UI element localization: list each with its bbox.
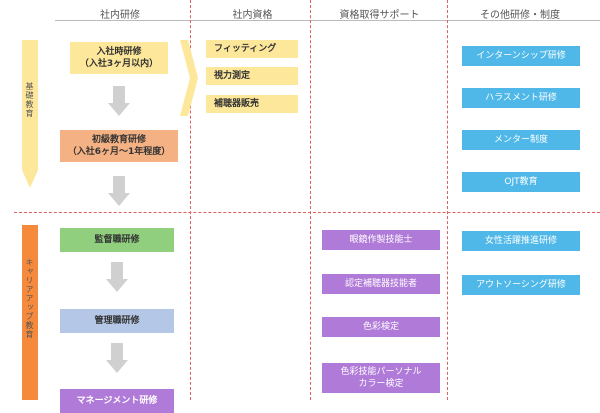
column-header-internal-training: 社内研修 bbox=[100, 10, 140, 21]
entry-training-box: 入社時研修 （入社3ヶ月以内） bbox=[70, 42, 168, 74]
other-ojt: OJT教育 bbox=[462, 172, 580, 192]
column-divider bbox=[190, 0, 191, 400]
other-mentor: メンター制度 bbox=[462, 130, 580, 150]
other-harassment: ハラスメント研修 bbox=[462, 88, 580, 108]
support-personal-color-test: 色彩技能パーソナル カラー検定 bbox=[322, 363, 440, 393]
chevron-right-icon bbox=[180, 40, 198, 116]
column-header-internal-qualification: 社内資格 bbox=[232, 10, 273, 21]
career-section-label: キャリアアップ教育 bbox=[25, 258, 34, 339]
qualification-hearing-aid-sales: 補聴器販売 bbox=[206, 95, 298, 113]
column-header-qualification-support: 資格取得サポート bbox=[339, 10, 420, 21]
column-divider bbox=[310, 0, 311, 400]
supervisor-training-box: 監督職研修 bbox=[60, 228, 174, 252]
down-arrow bbox=[106, 262, 128, 292]
section-divider bbox=[14, 212, 600, 213]
column-divider bbox=[447, 0, 448, 400]
qualification-vision-test: 視力測定 bbox=[206, 67, 298, 85]
header-rule bbox=[55, 20, 600, 21]
other-outsourcing: アウトソーシング研修 bbox=[462, 275, 580, 295]
basic-section-label: 基礎教育 bbox=[25, 82, 34, 118]
down-arrow bbox=[108, 176, 130, 206]
support-eyeglass-technician: 眼鏡作製技能士 bbox=[322, 230, 440, 250]
management-training-box: マネージメント研修 bbox=[60, 389, 174, 413]
down-arrow bbox=[106, 343, 128, 373]
junior-training-box: 初級教育研修 （入社6ヶ月〜1年程度） bbox=[60, 130, 178, 162]
other-internship: インターンシップ研修 bbox=[462, 46, 580, 66]
other-women-empowerment: 女性活躍推進研修 bbox=[462, 231, 580, 251]
column-header-other: その他研修・制度 bbox=[480, 10, 560, 21]
qualification-fitting: フィッティング bbox=[206, 40, 298, 58]
support-hearing-aid-technician: 認定補聴器技能者 bbox=[322, 274, 440, 294]
basic-section-bar bbox=[22, 40, 38, 188]
manager-training-box: 管理職研修 bbox=[60, 309, 174, 333]
support-color-test: 色彩検定 bbox=[322, 317, 440, 337]
career-section-bar bbox=[22, 225, 38, 400]
down-arrow bbox=[108, 86, 130, 116]
